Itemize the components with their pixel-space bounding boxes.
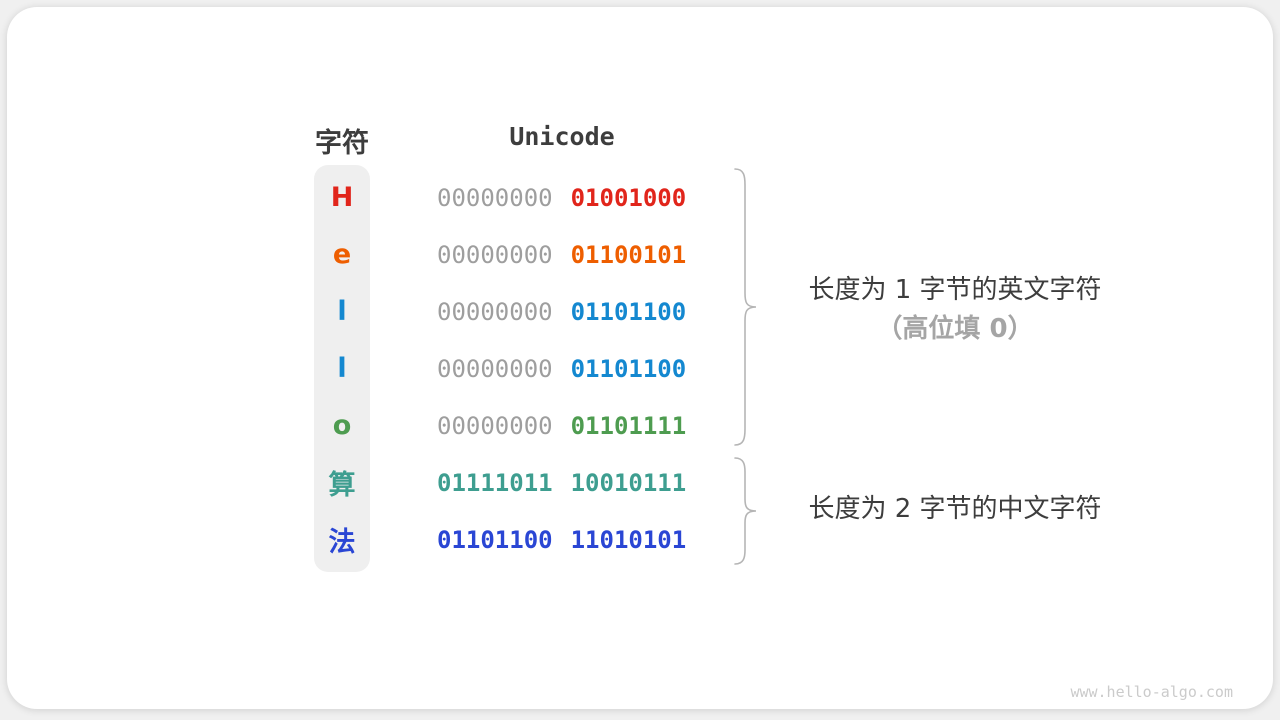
- table-row: l 00000000 01101100: [314, 340, 686, 397]
- annotation-2-byte: 长度为 2 字节的中文字符: [765, 490, 1145, 529]
- char-cell: l: [337, 353, 347, 384]
- char-cell: H: [330, 182, 354, 213]
- byte1-cell: 01101100: [437, 525, 553, 554]
- byte2-cell: 01101100: [570, 354, 687, 383]
- brace-1-byte-group-icon: [734, 168, 757, 446]
- char-column-strip: [314, 165, 370, 572]
- byte1-cell: 01111011: [437, 468, 553, 497]
- unicode-column-header: Unicode: [509, 122, 615, 151]
- diagram-card: 字符 Unicode H 00000000 01001000 e 0000000…: [7, 7, 1273, 709]
- table-row: e 00000000 01100101: [314, 226, 686, 283]
- char-cell: 法: [328, 527, 356, 558]
- byte2-cell: 01100101: [570, 240, 687, 269]
- byte1-cell: 00000000: [437, 354, 553, 383]
- char-cell: o: [332, 410, 352, 441]
- byte1-cell: 00000000: [437, 183, 553, 212]
- byte2-cell: 01001000: [570, 183, 687, 212]
- table-row: 算 01111011 10010111: [314, 454, 687, 511]
- watermark: www.hello-algo.com: [1070, 683, 1233, 701]
- annotation-1-byte: 长度为 1 字节的英文字符 （高位填 0）: [765, 271, 1145, 349]
- char-cell: e: [332, 239, 352, 270]
- encoding-table: H 00000000 01001000 e 00000000 01100101 …: [314, 169, 687, 568]
- char-cell: l: [337, 296, 347, 327]
- table-row: H 00000000 01001000: [314, 169, 687, 226]
- brace-2-byte-group-icon: [734, 457, 757, 565]
- annotation-1-byte-line2: （高位填 0）: [876, 314, 1034, 344]
- byte1-cell: 00000000: [437, 297, 553, 326]
- byte2-cell: 11010101: [570, 525, 687, 554]
- char-column-header: 字符: [315, 128, 369, 159]
- table-row: 法 01101100 11010101: [314, 511, 687, 568]
- byte1-cell: 00000000: [437, 411, 553, 440]
- annotation-2-byte-line1: 长度为 2 字节的中文字符: [808, 494, 1102, 524]
- byte2-cell: 01101111: [570, 411, 687, 440]
- table-row: l 00000000 01101100: [314, 283, 686, 340]
- char-cell: 算: [328, 470, 356, 501]
- byte1-cell: 00000000: [437, 240, 553, 269]
- byte2-cell: 10010111: [570, 468, 687, 497]
- table-row: o 00000000 01101111: [314, 397, 686, 454]
- byte2-cell: 01101100: [570, 297, 687, 326]
- annotation-1-byte-line1: 长度为 1 字节的英文字符: [808, 275, 1102, 305]
